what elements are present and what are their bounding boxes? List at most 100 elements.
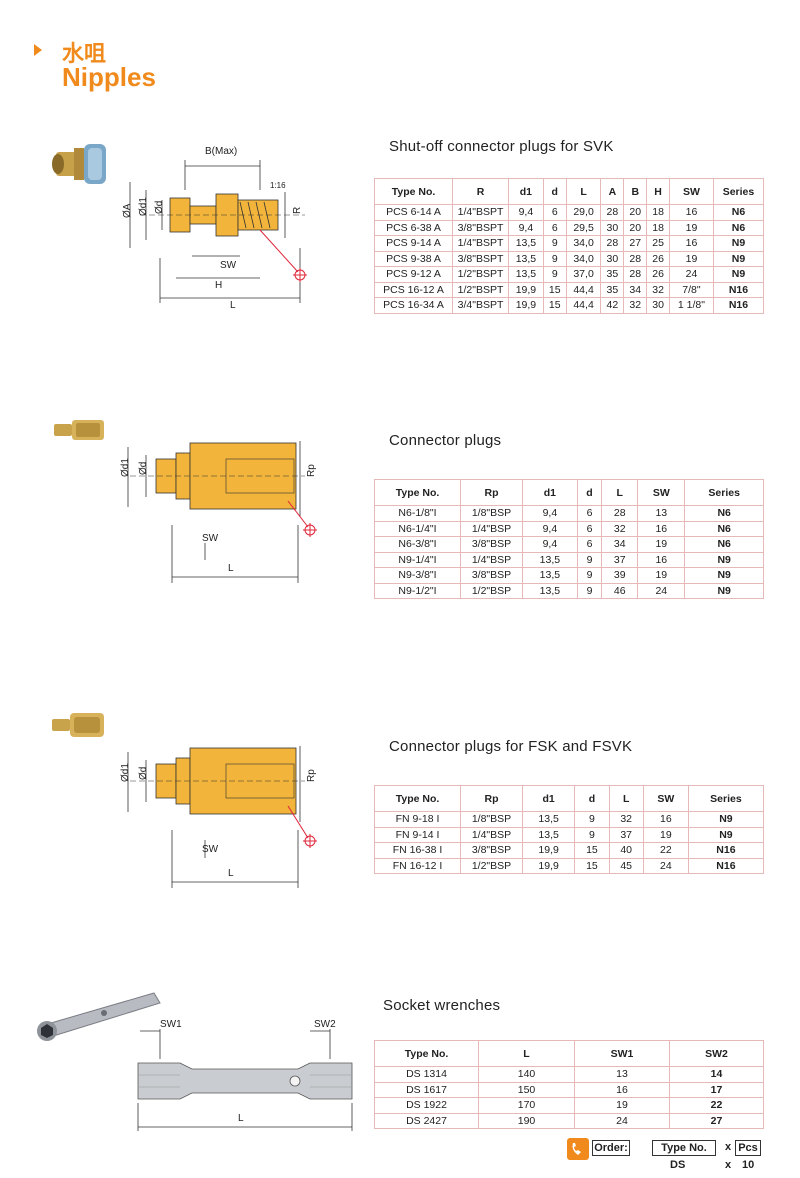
col-series: Series: [712, 178, 765, 205]
table-cell: 24: [669, 266, 714, 283]
table-cell: FN 16-12 I: [374, 857, 461, 874]
dim-d-label: Ød: [154, 201, 165, 214]
table-cell: 22: [669, 1097, 764, 1114]
table-cell: 16: [669, 204, 714, 221]
table-cell: 15: [542, 297, 567, 314]
table-cell: 19,9: [508, 297, 544, 314]
table-cell: 3/8"BSP: [460, 536, 523, 553]
dim-l-label: L: [230, 300, 236, 311]
col-sw1: SW1: [574, 1040, 670, 1067]
table-cell: 3/8"BSPT: [452, 219, 509, 236]
table-cell: 3/4"BSPT: [452, 297, 509, 314]
table-cell: 20: [623, 204, 648, 221]
table-cell: 30: [646, 297, 670, 314]
col-sw: SW: [642, 785, 689, 812]
table-cell: 29,0: [565, 204, 602, 221]
table-cell: 19,9: [521, 857, 576, 874]
table-cell: 140: [478, 1066, 575, 1083]
col-d1: d1: [522, 479, 578, 506]
table-cell: 13,5: [521, 811, 576, 828]
order-qty: 10: [742, 1159, 755, 1171]
col-series: Series: [684, 479, 764, 506]
table-cell: N6-1/8"I: [374, 505, 461, 522]
table-cell: 40: [608, 842, 644, 859]
dim-a-label: ØA: [122, 203, 133, 218]
dim-d1-label-3: Ød1: [120, 763, 131, 782]
table-cell: FN 16-38 I: [374, 842, 461, 859]
table-cell: 42: [600, 297, 625, 314]
col-h: H: [646, 178, 670, 205]
table-cell: N9: [712, 235, 765, 252]
phone-order-icon: [567, 1138, 589, 1160]
table-cell: 28: [623, 250, 648, 267]
dim-l-label-2: L: [228, 563, 234, 574]
dim-r-label: R: [292, 207, 303, 214]
col-type: Type No.: [374, 178, 453, 205]
col-d: d: [576, 479, 603, 506]
table-header-row: Type No. R d1 d L A B H SW Series: [374, 178, 765, 205]
connector-plug-drawing: Ød1 Ød Rp SW L: [120, 441, 317, 583]
table-header-row: Type No. Rp d1 d L SW Series: [374, 785, 765, 812]
section-title-wrench: Socket wrenches: [383, 997, 501, 1014]
table-cell: 18: [646, 219, 670, 236]
table-cell: 46: [601, 582, 639, 599]
col-sw2: SW2: [669, 1040, 764, 1067]
table-cell: 15: [574, 842, 610, 859]
table-cell: 32: [623, 297, 648, 314]
col-l: L: [608, 785, 644, 812]
table-cell: 9: [542, 235, 567, 252]
table-cell: N9: [684, 582, 764, 599]
table-cell: 35: [600, 281, 625, 298]
table-cell: 150: [478, 1081, 575, 1098]
table-cell: 37,0: [565, 266, 602, 283]
dim-sw2-label: SW2: [314, 1019, 336, 1030]
table-cell: 22: [642, 842, 689, 859]
svk-plug-drawing: B(Max) ØA Ød1 Ød R 1:16 SW H L: [122, 146, 307, 311]
table-cell: 13,5: [522, 582, 578, 599]
order-x-2: x: [725, 1159, 732, 1171]
table-cell: 32: [608, 811, 644, 828]
table-cell: 19: [637, 567, 686, 584]
table-cell: 28: [600, 204, 625, 221]
table-cell: N6: [712, 219, 765, 236]
page-title-cn: 水咀: [62, 42, 107, 67]
order-x-1: x: [725, 1141, 732, 1153]
table-cell: 13: [574, 1066, 670, 1083]
table-cell: 19,9: [508, 281, 544, 298]
table-cell: 28: [600, 235, 625, 252]
table-cell: 44,4: [565, 297, 602, 314]
table-cell: 27: [669, 1112, 764, 1129]
table-cell: 19: [574, 1097, 670, 1114]
table-header-row: Type No. L SW1 SW2: [374, 1040, 764, 1067]
table-cell: 24: [637, 582, 686, 599]
section-title-svk: Shut-off connector plugs for SVK: [389, 138, 614, 155]
dim-rp-label-2: Rp: [306, 464, 317, 477]
table-cell: N9-1/4"I: [374, 551, 461, 568]
col-type: Type No.: [374, 1040, 479, 1067]
table-cell: 14: [669, 1066, 764, 1083]
table-cell: 9: [542, 250, 567, 267]
table-cell: 9: [576, 567, 603, 584]
table-cell: 9,4: [522, 536, 578, 553]
table-cell: 30: [600, 219, 625, 236]
table-cell: 15: [574, 857, 610, 874]
table-cell: 3/8"BSPT: [452, 250, 509, 267]
table-cell: 1/4"BSPT: [452, 235, 509, 252]
table-cell: N6: [684, 536, 764, 553]
table-cell: N6: [684, 520, 764, 537]
col-type: Type No.: [374, 479, 461, 506]
dim-l-label-3: L: [228, 868, 234, 879]
table-cell: DS 1617: [374, 1081, 479, 1098]
table-cell: 6: [576, 520, 603, 537]
table-cell: 30: [600, 250, 625, 267]
